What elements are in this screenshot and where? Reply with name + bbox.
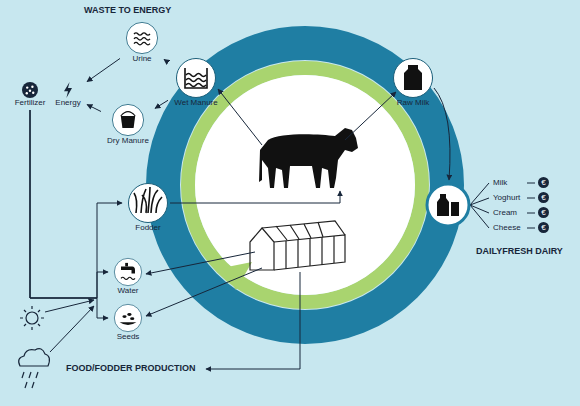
flow-arrow — [87, 105, 101, 112]
icon-node: Fodder — [125, 183, 171, 233]
node-label: Wet Manure — [171, 98, 221, 108]
icon-circle — [126, 22, 158, 54]
rain-cloud-symbol — [19, 349, 50, 388]
flow-arrow — [30, 110, 108, 298]
node-icon — [114, 258, 141, 285]
sun-symbol — [20, 306, 44, 330]
node-label: Energy — [52, 98, 84, 108]
node-icon — [129, 184, 168, 223]
product-label: Cheese — [493, 223, 521, 233]
icon-node: Energy — [52, 82, 84, 108]
icon-node: Seeds — [111, 304, 145, 342]
node-icon — [112, 104, 143, 135]
node-label: Fodder — [125, 223, 171, 233]
node-icon — [394, 59, 433, 98]
icon-node: Fertilizer — [12, 82, 49, 108]
section-heading: FOOD/FODDER PRODUCTION — [66, 363, 196, 374]
icon-node: Water — [111, 258, 145, 296]
flow-arrow — [155, 100, 168, 108]
price-badge: € — [538, 222, 549, 233]
icon-circle — [112, 104, 144, 136]
flow-lines — [45, 88, 535, 369]
icon-circle — [114, 258, 142, 286]
icon-node: Raw Milk — [390, 58, 436, 108]
icon-circle — [176, 58, 216, 98]
icon-node: Dry Manure — [104, 104, 152, 146]
node-label: Raw Milk — [390, 98, 436, 108]
dairy-product-icon — [427, 184, 469, 226]
cow-silhouette — [259, 128, 358, 188]
flow-arrow — [30, 110, 108, 318]
node-label: Dry Manure — [104, 136, 152, 146]
node-label: Seeds — [111, 332, 145, 342]
node-icon — [64, 82, 72, 98]
price-badge: € — [538, 192, 549, 203]
node-icon — [114, 304, 141, 331]
node-icon — [22, 82, 38, 98]
node-icon — [177, 59, 216, 98]
flow-arrow — [87, 58, 120, 81]
node-label: Water — [111, 286, 145, 296]
price-badge: € — [538, 207, 549, 218]
icon-circle — [114, 304, 142, 332]
product-label: Milk — [493, 178, 507, 188]
icon-circle — [393, 58, 433, 98]
section-heading: WASTE TO ENERGY — [84, 5, 171, 16]
node-icon — [126, 22, 157, 53]
section-heading: DAILYFRESH DAIRY — [476, 246, 563, 257]
price-badge: € — [538, 177, 549, 188]
cycle-ring — [163, 43, 447, 327]
flow-arrow — [164, 59, 168, 62]
cycle-arrowhead — [222, 262, 252, 290]
icon-circle — [22, 82, 38, 98]
product-label: Cream — [493, 208, 517, 218]
product-label: Yoghurt — [493, 193, 520, 203]
node-label: Urine — [123, 54, 161, 64]
icon-node: Wet Manure — [171, 58, 221, 108]
icon-circle — [60, 82, 76, 98]
node-label: Fertilizer — [12, 98, 49, 108]
greenhouse — [250, 221, 345, 270]
icon-node: Urine — [123, 22, 161, 64]
icon-circle — [128, 183, 168, 223]
